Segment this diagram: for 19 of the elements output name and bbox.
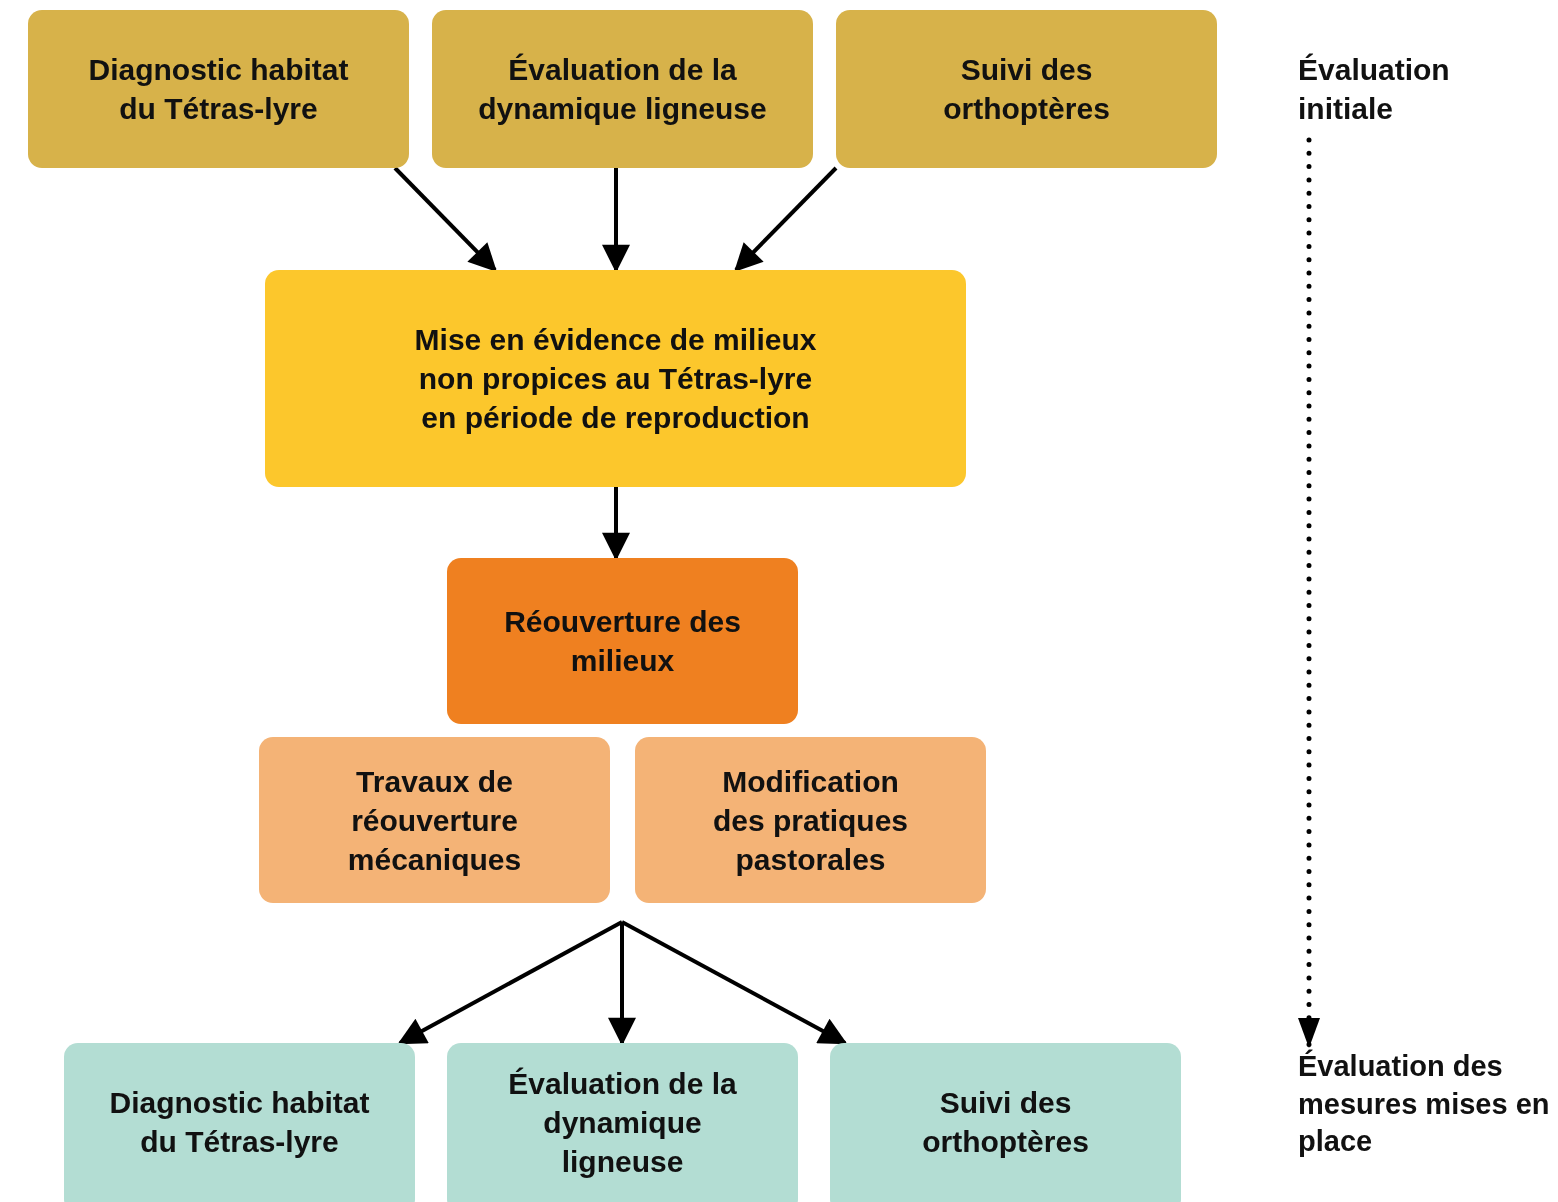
arrow [393, 166, 497, 272]
process-box: Modification des pratiques pastorales [635, 737, 986, 903]
arrow [621, 920, 848, 1045]
process-box: Diagnostic habitat du Tétras-lyre [28, 10, 409, 168]
arrow [602, 168, 630, 273]
arrow [734, 166, 838, 272]
process-box: Évaluation de la dynamique ligneuse [432, 10, 813, 168]
arrow [608, 922, 636, 1046]
process-box: Suivi des orthoptères [830, 1043, 1181, 1202]
process-box: Travaux de réouverture mécaniques [259, 737, 610, 903]
process-box: Mise en évidence de milieux non propices au Tétras-lyre en période de reproduction [265, 270, 966, 487]
arrow [602, 487, 630, 561]
process-box: Évaluation de la dynamique ligneuse [447, 1043, 798, 1202]
process-box: Diagnostic habitat du Tétras-lyre [64, 1043, 415, 1202]
arrow [397, 920, 623, 1045]
stage-label: Évaluation des mesures mises en place [1298, 1048, 1554, 1184]
process-box: Réouverture des milieux [447, 558, 798, 724]
stage-label: Évaluation initiale [1298, 50, 1518, 140]
process-box: Suivi des orthoptères [836, 10, 1217, 168]
